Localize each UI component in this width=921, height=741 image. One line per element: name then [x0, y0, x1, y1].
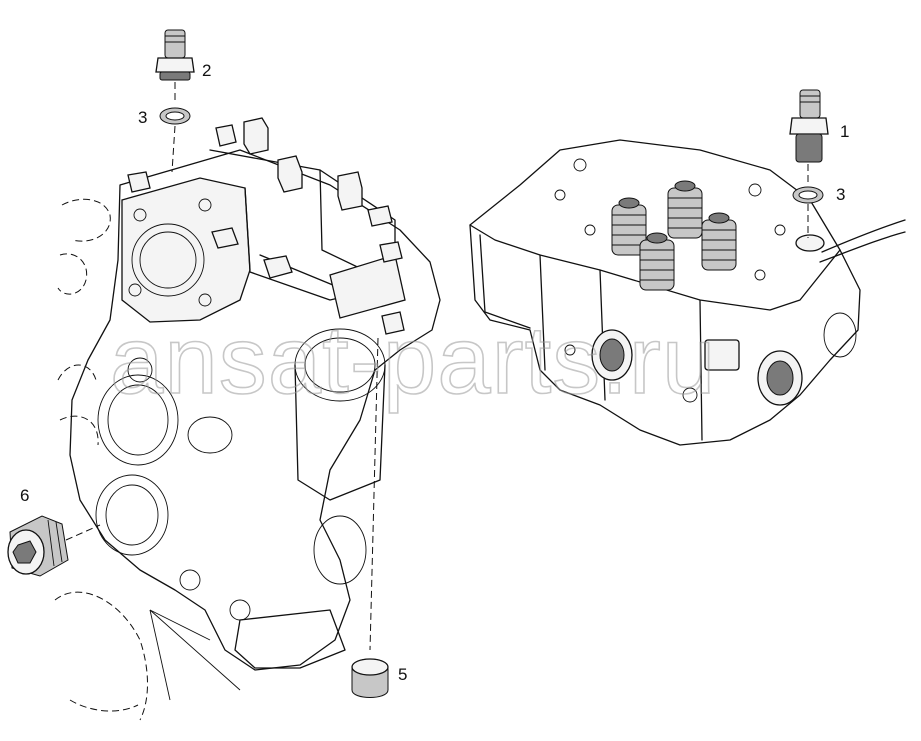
callout-1: 1 [840, 122, 849, 141]
callout-3-right: 3 [836, 185, 845, 204]
callout-2: 2 [202, 61, 211, 80]
part-3-seal-ring-left [159, 107, 191, 125]
valve-springs [611, 180, 737, 291]
cylinder-head-assembly [469, 139, 906, 446]
part-3-seal-ring-right [792, 186, 824, 204]
part-6-screw-plug [7, 515, 69, 577]
part-5-plug [351, 658, 389, 698]
callout-3-left: 3 [138, 108, 147, 127]
alignment-lines [65, 82, 809, 651]
left-housing-assembly [54, 117, 441, 721]
callout-6: 6 [20, 486, 29, 505]
part-2-fitting [155, 29, 195, 81]
callout-5: 5 [398, 665, 407, 684]
part-1-fitting [789, 89, 829, 163]
watermark-text: ansat-parts.ru [110, 307, 716, 414]
housing-bolts [127, 117, 405, 335]
